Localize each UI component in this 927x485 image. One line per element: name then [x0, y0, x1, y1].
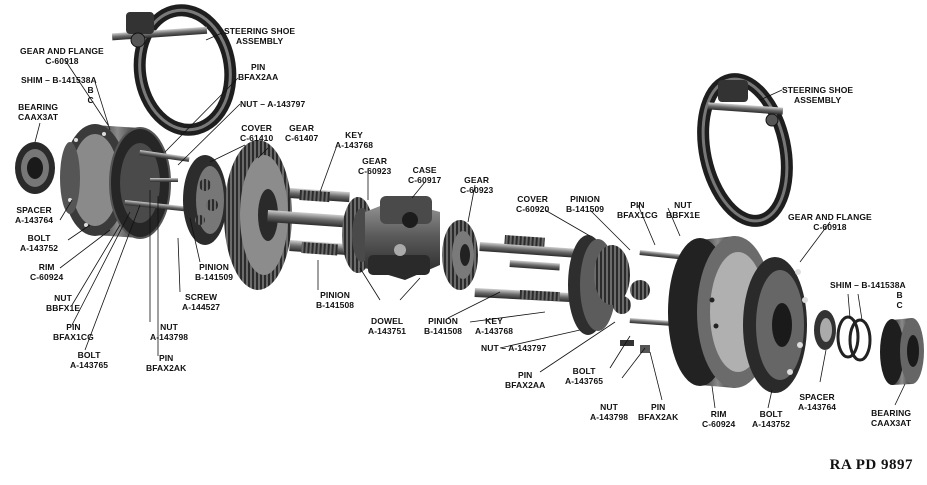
center-gear-b: [442, 220, 478, 290]
cover-left: [183, 155, 227, 245]
bearing-right: [880, 318, 924, 385]
right-shafts: [474, 234, 580, 303]
label-nut-143797-right: NUT – A-143797: [481, 343, 547, 353]
label-nut-143797-left: NUT – A-143797: [240, 99, 306, 109]
figure-reference: RA PD 9897: [829, 457, 913, 473]
steering-shoe-right: [697, 73, 793, 227]
bearing-left: [15, 142, 55, 194]
spacer-right: [814, 310, 836, 350]
differential-case: [365, 196, 440, 280]
steering-shoe-left: [111, 4, 237, 136]
gear-flange-right: [743, 257, 808, 393]
left-shafts: [124, 150, 190, 212]
bevel-gear-left: [224, 140, 292, 290]
center-shafts: [267, 187, 360, 256]
shims-right: [836, 315, 872, 362]
leader-lines: [34, 32, 906, 409]
cover-right: [568, 235, 650, 335]
